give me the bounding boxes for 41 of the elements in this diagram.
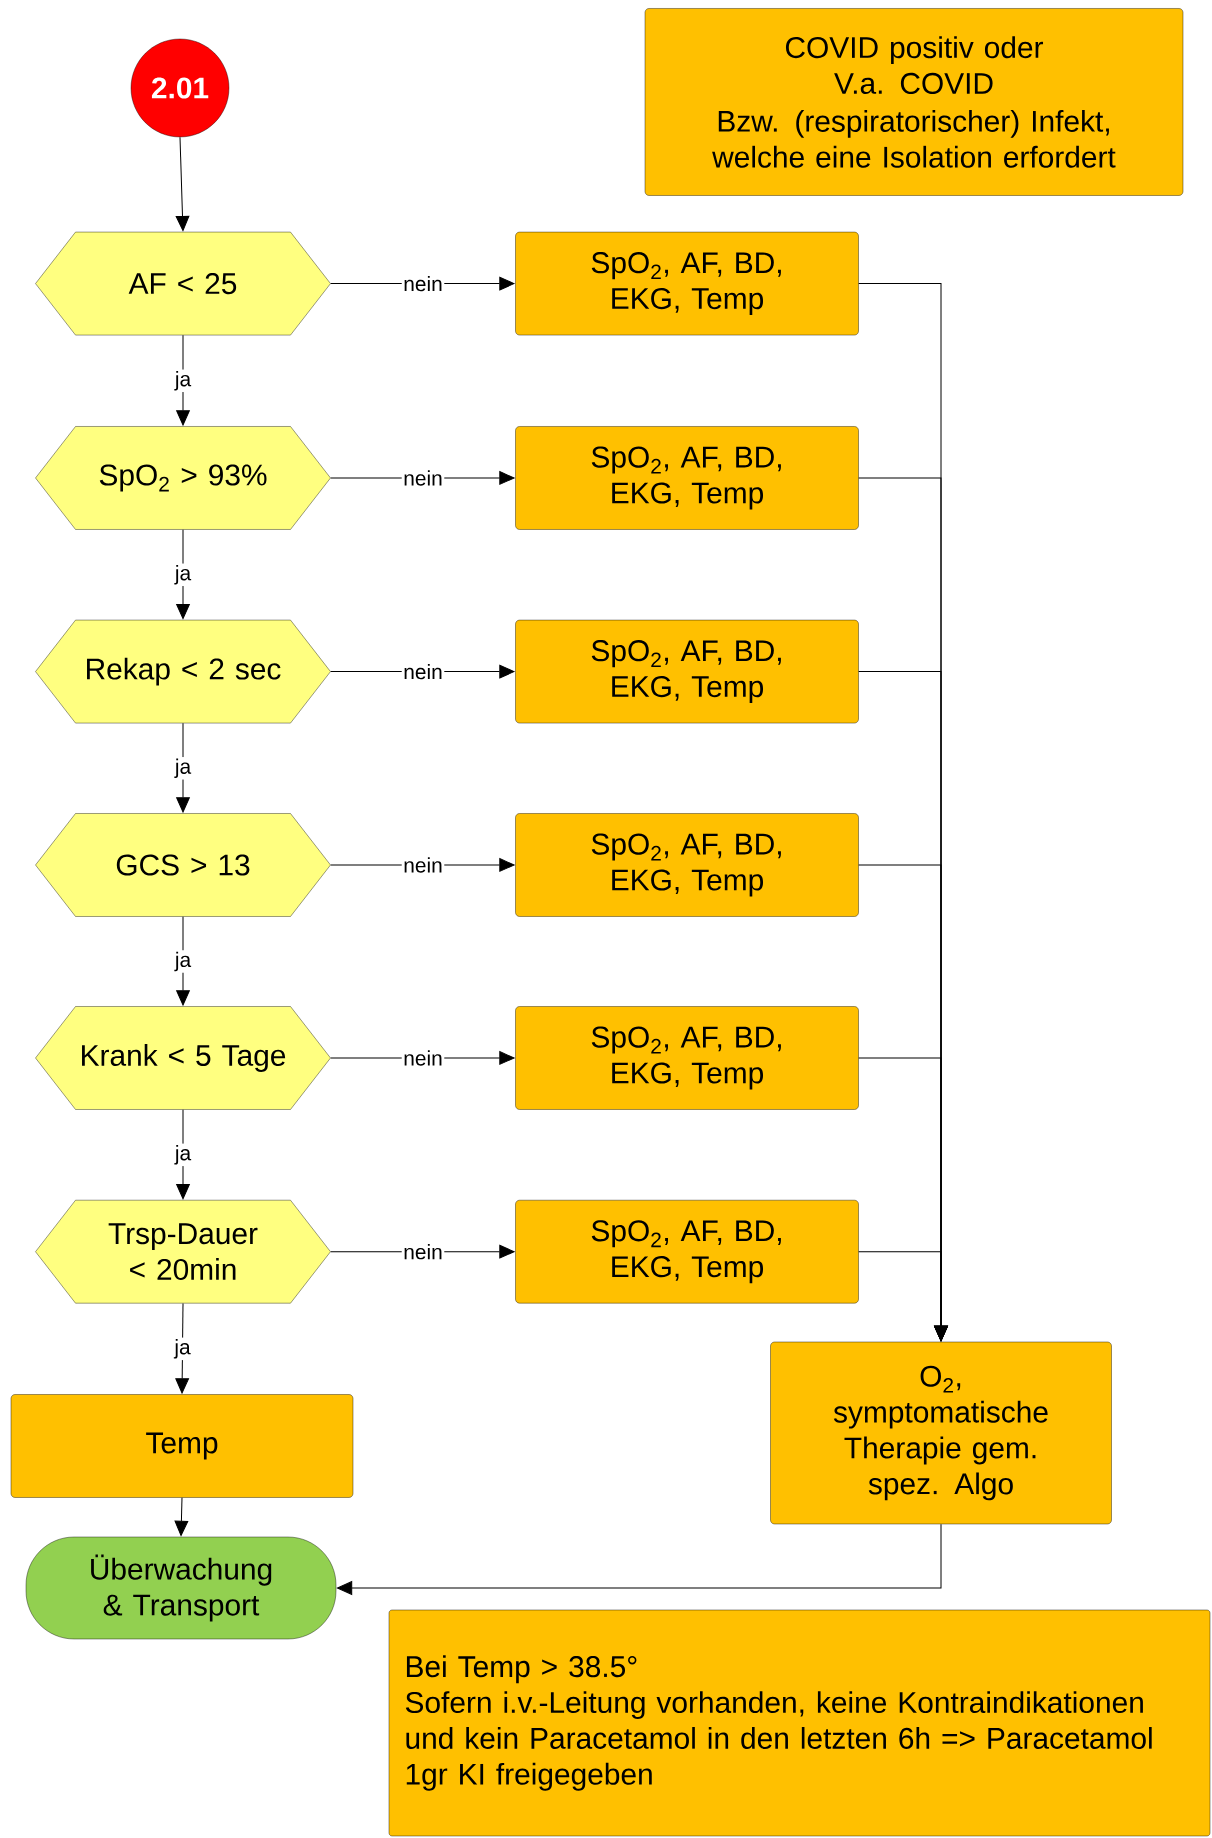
edge-label: ja <box>173 563 193 587</box>
arrow <box>176 529 190 620</box>
process-box: SpO$_{2}$, AF, BD, EKG, Temp <box>515 813 859 917</box>
arrow <box>176 916 190 1006</box>
edge-label: nein <box>401 662 445 681</box>
arrow <box>330 276 515 291</box>
arrow <box>330 664 515 679</box>
edge-label: nein <box>401 1048 445 1068</box>
arrow <box>176 334 190 426</box>
note-box: Bei Temp > 38.5° Sofern i.v.-Leitung vorhanden, keine Kontraindikationen und kein Paracetamol in den letzten 6h => Paracetamol 1gr KI freigegeben <box>388 1609 1211 1837</box>
arrow <box>175 136 190 232</box>
decision-hexagon: Krank < 5 Tage <box>35 1006 331 1110</box>
edge-label: nein <box>401 1242 445 1261</box>
arrow <box>176 722 190 813</box>
process-box: SpO$_{2}$, AF, BD, EKG, Temp <box>515 426 859 530</box>
edge-label: ja <box>173 1143 193 1167</box>
process-box: SpO$_{2}$, AF, BD, EKG, Temp <box>515 1006 859 1110</box>
arrow <box>858 1251 948 1342</box>
arrow <box>176 1109 190 1200</box>
edge-label: ja <box>173 757 193 780</box>
decision-hexagon: Rekap < 2 sec <box>35 619 331 724</box>
edge-label: ja <box>173 369 193 393</box>
arrow <box>336 1523 942 1595</box>
edge-label: nein <box>401 468 445 488</box>
process-box: Temp <box>10 1394 354 1498</box>
edge-label: ja <box>173 950 193 973</box>
decision-hexagon: AF < 25 <box>35 231 331 336</box>
edge-label: ja <box>172 1337 193 1361</box>
decision-hexagon: SpO$_{2}$ > 93% <box>35 426 331 530</box>
decision-hexagon: Trsp-Dauer < 20min <box>35 1200 331 1304</box>
arrow <box>174 1497 189 1537</box>
note-box: COVID positiv oder V.a. COVID Bzw. (respiratorischer) Infekt, welche eine Isolation erfordert <box>644 8 1184 196</box>
edge-label: nein <box>401 855 445 875</box>
arrow <box>175 1302 190 1394</box>
process-box: SpO$_{2}$, AF, BD, EKG, Temp <box>515 231 859 336</box>
edge-label: nein <box>401 274 445 293</box>
decision-hexagon: GCS > 13 <box>35 813 331 917</box>
process-box: O$_{2}$, symptomatische Therapie gem. spez. Algo <box>770 1341 1112 1525</box>
process-box: SpO$_{2}$, AF, BD, EKG, Temp <box>515 1200 859 1304</box>
process-box: SpO$_{2}$, AF, BD, EKG, Temp <box>515 619 859 724</box>
arrow <box>330 1244 515 1259</box>
